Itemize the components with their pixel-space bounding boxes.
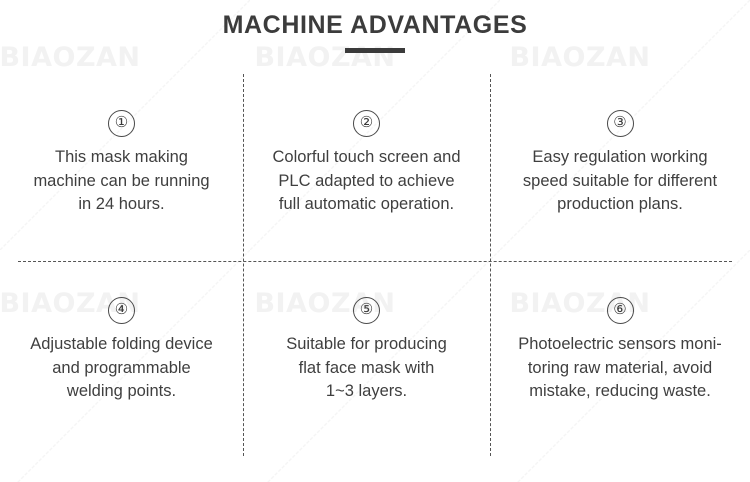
advantage-text: Suitable for producing flat face mask wi… [286, 335, 447, 400]
advantage-number-badge: ② [353, 110, 380, 137]
advantage-text: Photoelectric sensors moni- toring raw m… [518, 335, 722, 400]
advantage-text: Colorful touch screen and PLC adapted to… [272, 148, 461, 213]
advantage-cell-6: ⑥ Photoelectric sensors moni- toring raw… [490, 261, 750, 456]
advantage-text: Easy regulation working speed suitable f… [522, 148, 718, 213]
advantage-cell-2: ② Colorful touch screen and PLC adapted … [243, 74, 490, 261]
advantage-text: This mask making machine can be running … [33, 148, 210, 213]
advantage-number-badge: ① [108, 110, 135, 137]
title-underline-rule [345, 48, 405, 53]
advantage-cell-4: ④ Adjustable folding device and programm… [0, 261, 243, 456]
title-block: MACHINE ADVANTAGES [0, 10, 750, 53]
advantage-cell-1: ① This mask making machine can be runnin… [0, 74, 243, 261]
advantage-number-badge: ④ [108, 297, 135, 324]
advantages-grid: ① This mask making machine can be runnin… [0, 74, 750, 456]
advantage-cell-5: ⑤ Suitable for producing flat face mask … [243, 261, 490, 456]
page-title: MACHINE ADVANTAGES [222, 11, 528, 39]
advantage-number-badge: ⑥ [606, 297, 634, 324]
advantage-number-badge: ③ [606, 110, 634, 137]
advantage-cell-3: ③ Easy regulation working speed suitable… [490, 74, 750, 261]
advantage-text: Adjustable folding device and programmab… [30, 335, 213, 400]
advantage-number-badge: ⑤ [353, 297, 380, 324]
